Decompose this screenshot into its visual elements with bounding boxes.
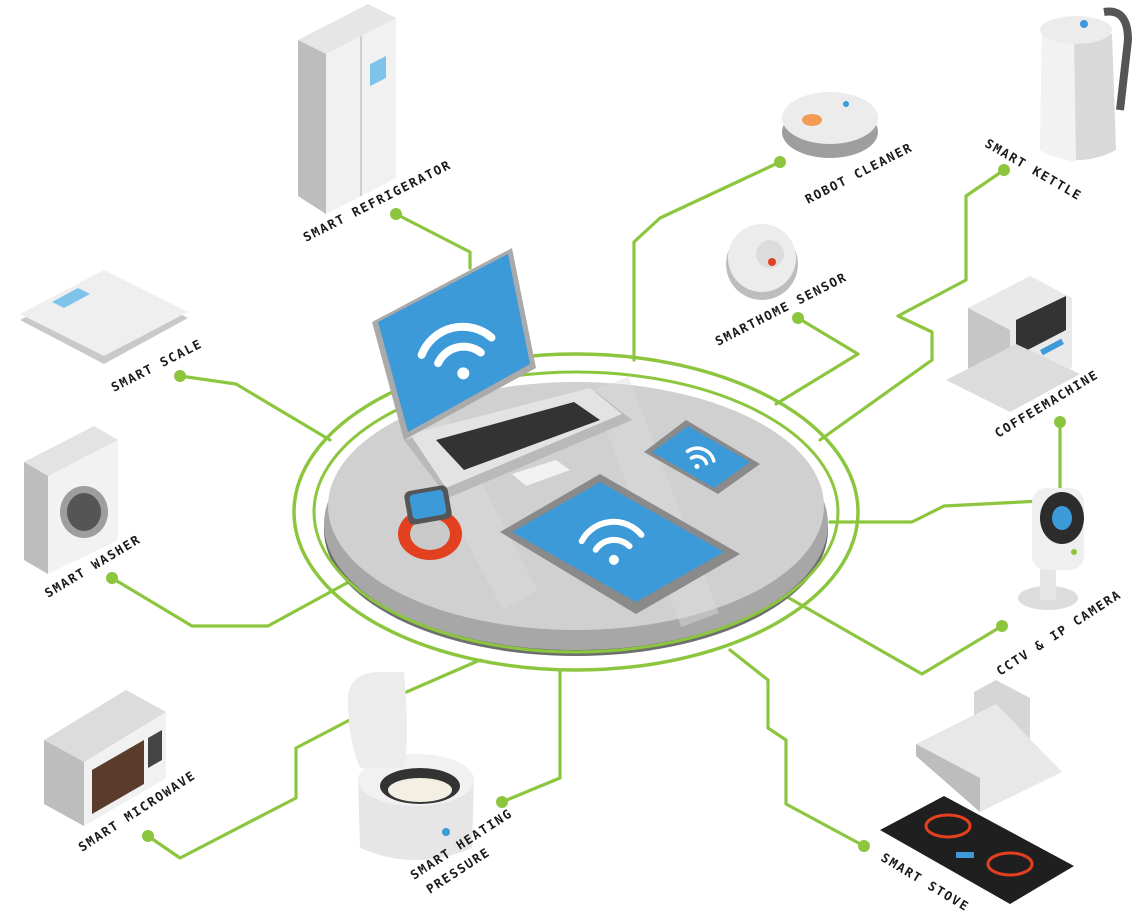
wire-robot-cleaner [632, 160, 782, 362]
connector-dot-refrigerator [390, 208, 402, 220]
hub-outer-ring [292, 352, 860, 672]
pressure-cooker-icon [348, 672, 474, 860]
connector-dot-washer [106, 572, 118, 584]
cctv-camera-icon [1018, 488, 1084, 610]
smartphone-device [644, 420, 760, 494]
smartwatch-device [398, 485, 462, 560]
connector-dot-heating [496, 796, 508, 808]
wire-scale [178, 374, 332, 442]
tablet-wifi-icon [578, 518, 645, 565]
coffeemachine-icon [946, 276, 1080, 412]
microwave-icon [44, 690, 166, 826]
wifi-icon [417, 322, 496, 380]
wire-coffeemachine [828, 420, 1062, 524]
stove-icon [880, 796, 1074, 904]
tablet-device [500, 474, 740, 614]
robot-cleaner-icon [782, 92, 878, 158]
phone-wifi-icon [685, 446, 716, 469]
laptop-device [372, 248, 632, 498]
connector-lines [106, 156, 1066, 860]
connector-dot-scale [174, 370, 186, 382]
scale-icon [20, 270, 188, 364]
smarthome-sensor-icon [726, 224, 798, 300]
laptop-screen [378, 254, 530, 432]
wire-cctv [780, 592, 1004, 676]
wire-kettle [818, 168, 1006, 442]
connector-dot-microwave [142, 830, 154, 842]
wire-heating [500, 668, 562, 804]
wire-stove [728, 648, 866, 848]
connector-dot-stove [858, 840, 870, 852]
connector-dot-kettle [998, 164, 1010, 176]
hub-inner-ring [312, 370, 840, 654]
range-hood-icon [916, 680, 1062, 812]
wire-washer [110, 576, 358, 628]
wire-refrigerator [394, 212, 472, 270]
kettle-icon [1040, 7, 1133, 162]
refrigerator-icon [298, 4, 396, 214]
connector-dot-cctv [996, 620, 1008, 632]
connector-dot-robot-cleaner [774, 156, 786, 168]
washer-icon [24, 426, 118, 574]
connector-dot-coffeemachine [1054, 416, 1066, 428]
connector-dot-sensor [792, 312, 804, 324]
wire-sensor [774, 316, 860, 406]
